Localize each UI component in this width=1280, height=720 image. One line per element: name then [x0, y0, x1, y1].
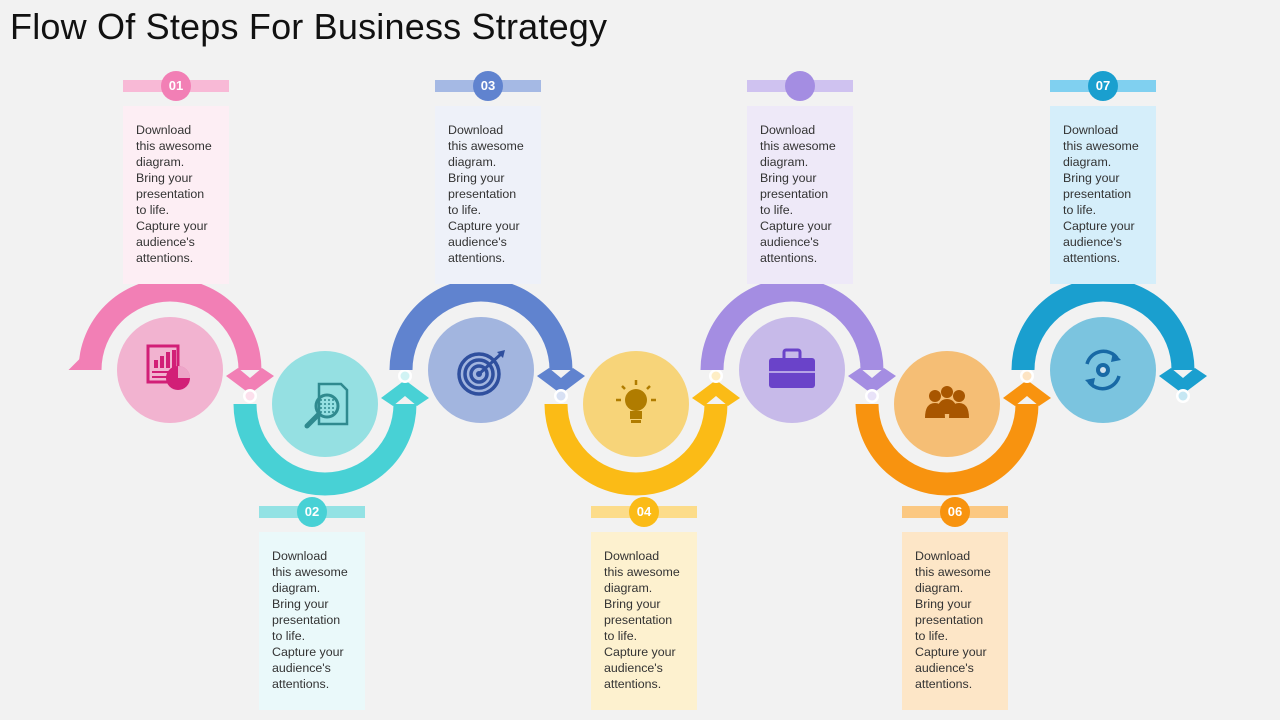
target-icon [457, 350, 505, 396]
step-number-badge: 01 [161, 71, 191, 101]
step-text-box: Download this awesome diagram. Bring you… [747, 106, 853, 284]
step-number-badge: 06 [940, 497, 970, 527]
step-connector-4 [692, 369, 740, 406]
step-number-badge [785, 71, 815, 101]
step-arc-6 [855, 404, 1039, 496]
refresh-gear-icon [1085, 349, 1121, 391]
briefcase-icon [769, 348, 815, 388]
step-text-box: Download this awesome diagram. Bring you… [902, 532, 1008, 710]
lightbulb-icon [616, 380, 656, 423]
step-arc-2 [233, 404, 417, 496]
step-number-badge: 04 [629, 497, 659, 527]
report-chart-icon [146, 344, 190, 390]
step-arc-5 [700, 278, 884, 370]
step-number-badge: 07 [1088, 71, 1118, 101]
step-text-box: Download this awesome diagram. Bring you… [435, 106, 541, 284]
step-description: Download this awesome diagram. Bring you… [272, 549, 348, 691]
step-arc-7 [1011, 278, 1195, 370]
step-connector-7 [1159, 368, 1207, 403]
step-connector-3 [537, 368, 585, 403]
step-number-badge: 03 [473, 71, 503, 101]
step-arc-1 [78, 278, 262, 370]
step-description: Download this awesome diagram. Bring you… [604, 549, 680, 691]
step-number-badge: 02 [297, 497, 327, 527]
step-text-box: Download this awesome diagram. Bring you… [259, 532, 365, 710]
page-title: Flow Of Steps For Business Strategy [10, 6, 608, 47]
step-description: Download this awesome diagram. Bring you… [915, 549, 991, 691]
step-connector-1 [226, 368, 274, 403]
step-description: Download this awesome diagram. Bring you… [1063, 123, 1139, 265]
start-tail [68, 356, 83, 370]
document-search-icon [304, 382, 349, 429]
step-connector-2 [381, 369, 429, 406]
step-description: Download this awesome diagram. Bring you… [136, 123, 212, 265]
step-description: Download this awesome diagram. Bring you… [760, 123, 836, 265]
team-icon [925, 386, 969, 418]
step-connector-5 [848, 368, 896, 403]
step-text-box: Download this awesome diagram. Bring you… [123, 106, 229, 284]
step-description: Download this awesome diagram. Bring you… [448, 123, 524, 265]
step-connector-6 [1003, 369, 1051, 406]
step-arc-4 [544, 404, 728, 496]
step-arc-3 [389, 278, 573, 370]
step-text-box: Download this awesome diagram. Bring you… [591, 532, 697, 710]
step-text-box: Download this awesome diagram. Bring you… [1050, 106, 1156, 284]
step-circle-3 [428, 317, 534, 423]
